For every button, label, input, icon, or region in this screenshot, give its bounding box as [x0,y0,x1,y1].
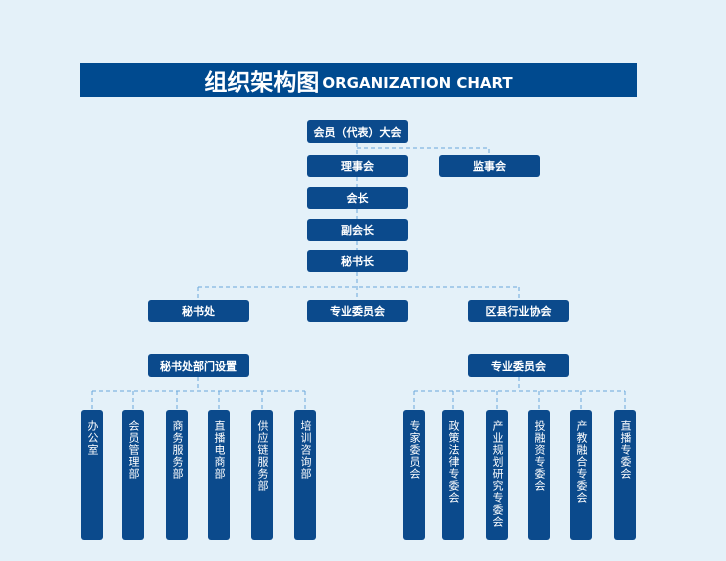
dept-node: 培训咨询部 [294,410,316,540]
committee-node: 投融资专委会 [528,410,550,540]
node-committees: 专业委员会 [307,300,408,322]
committee-node: 专家委员会 [403,410,425,540]
title-en: ORGANIZATION CHART [322,74,513,92]
dept-node: 直播电商部 [208,410,230,540]
group-secretariat-depts: 秘书处部门设置 [148,354,249,377]
dept-node: 供应链服务部 [251,410,273,540]
committee-node: 政策法律专委会 [442,410,464,540]
node-supervisors: 监事会 [439,155,540,177]
committee-node: 直播专委会 [614,410,636,540]
node-assembly: 会员（代表）大会 [307,120,408,143]
committee-node: 产教融合专委会 [570,410,592,540]
node-district-associations: 区县行业协会 [468,300,569,322]
title-cn: 组织架构图 [204,70,320,96]
node-president: 会长 [307,187,408,209]
dept-node: 会员管理部 [122,410,144,540]
committee-node: 产业规划研究专委会 [486,410,508,540]
dept-node: 商务服务部 [166,410,188,540]
node-vice-president: 副会长 [307,219,408,241]
node-secretary-general: 秘书长 [307,250,408,272]
node-council: 理事会 [307,155,408,177]
chart-title-banner: 组织架构图 ORGANIZATION CHART [80,63,637,97]
dept-node: 办公室 [81,410,103,540]
node-secretariat: 秘书处 [148,300,249,322]
group-committees: 专业委员会 [468,354,569,377]
